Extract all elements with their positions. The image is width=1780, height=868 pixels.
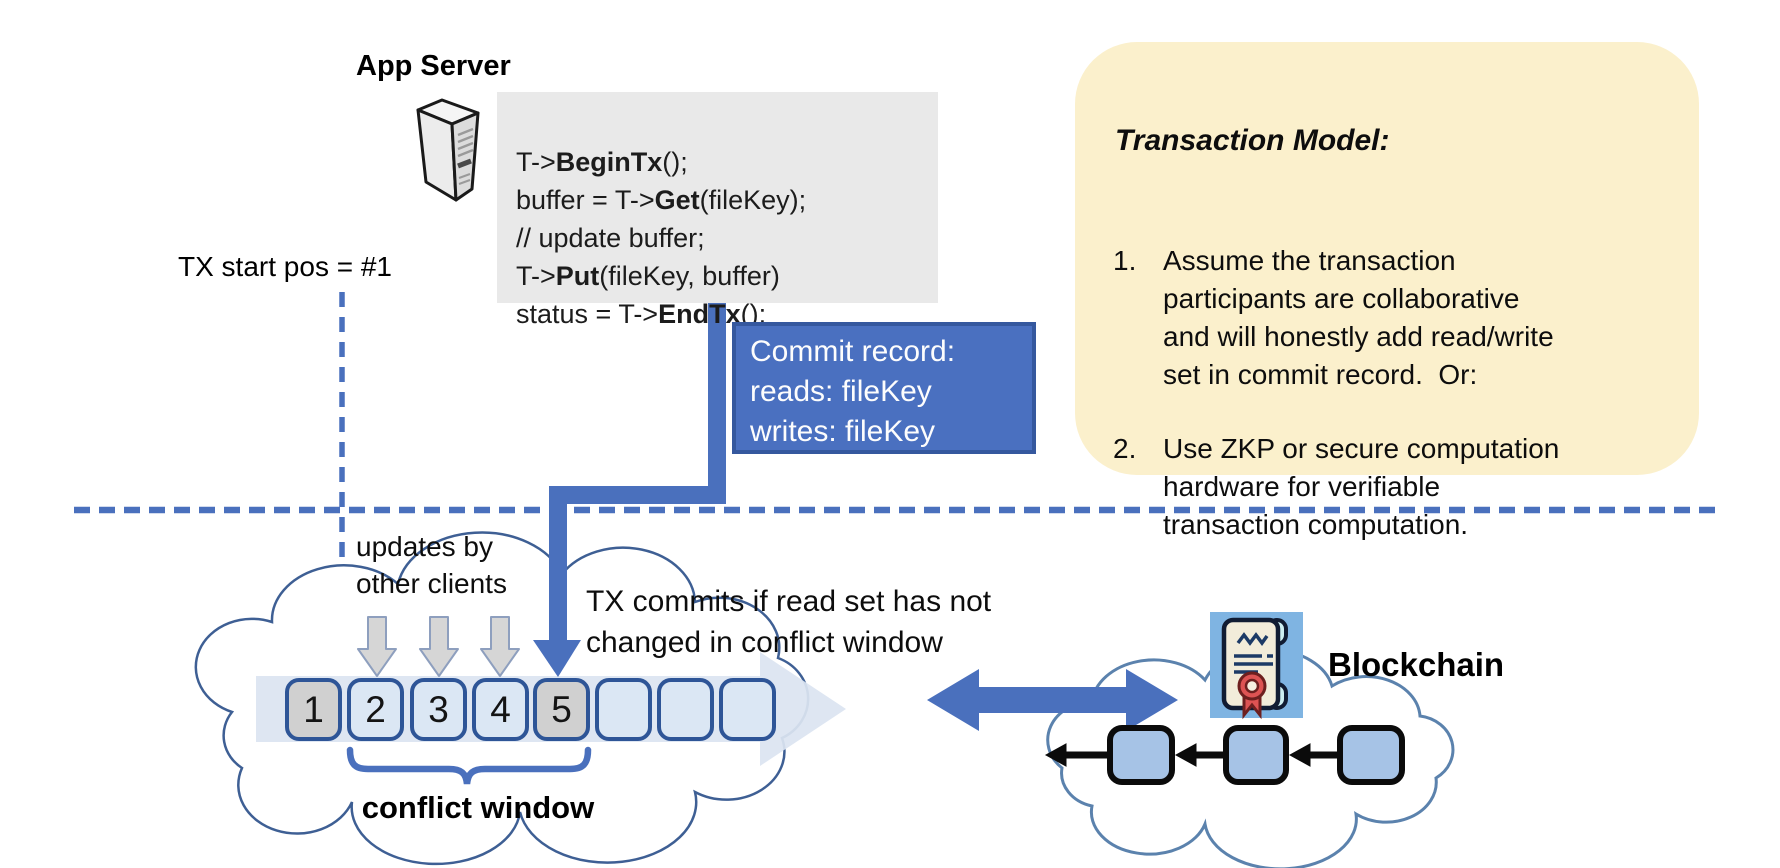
conflict-window-brace — [346, 746, 592, 785]
list-item-text: Use ZKP or secure computation hardware f… — [1163, 433, 1560, 540]
transaction-model-title: Transaction Model: — [1115, 124, 1390, 157]
conflict-window-label: conflict window — [361, 790, 595, 825]
chain-link-arrows — [1044, 743, 1338, 767]
chain-blocks — [1107, 725, 1405, 785]
list-item-number: 2. — [1113, 433, 1137, 464]
chain-link-arrow-icon — [1288, 743, 1311, 767]
transaction-code-lines: T->BeginTx(); buffer = T->Get(fileKey); //… — [516, 143, 938, 333]
code-line: buffer = T->Get(fileKey); — [516, 185, 807, 215]
chain-block — [1107, 725, 1175, 785]
updates-by-other-clients-label: updates by other clients — [356, 531, 507, 599]
timeline-block-7 — [657, 678, 714, 741]
transaction-model-item: 1. Assume the transaction participants a… — [1113, 242, 1669, 394]
update-arrows — [357, 616, 520, 677]
timeline-block-1: 1 — [285, 678, 342, 741]
server-icon — [416, 98, 480, 202]
code-line: // update buffer; — [516, 223, 705, 253]
update-arrow-icon — [419, 616, 459, 677]
timeline-block-8 — [719, 678, 776, 741]
list-item-text: Assume the transaction participants are … — [1163, 245, 1554, 390]
commit-record-box: Commit record: reads: fileKey writes: fi… — [732, 322, 1036, 454]
tx-start-pos-label: TX start pos = #1 — [178, 251, 392, 282]
chain-link-arrow-icon — [1174, 743, 1197, 767]
sync-double-arrow-icon — [927, 669, 1178, 731]
chain-link-arrow-icon — [1044, 743, 1067, 767]
chain-block — [1337, 725, 1405, 785]
code-line: T->BeginTx(); — [516, 147, 688, 177]
chain-block — [1223, 725, 1289, 785]
code-line: status = T->EndTx(); — [516, 299, 767, 329]
transaction-code-box: T->BeginTx(); buffer = T->Get(fileKey); //… — [497, 92, 938, 329]
update-arrow-icon — [480, 616, 520, 677]
tx-commit-condition-note: TX commits if read set has not changed i… — [586, 585, 992, 659]
transaction-model-list: 1. Assume the transaction participants a… — [1113, 206, 1669, 580]
blockchain-label: Blockchain — [1328, 646, 1505, 683]
transaction-model-note: Transaction Model: 1. Assume the transac… — [1075, 42, 1699, 540]
timeline-block-2: 2 — [347, 678, 404, 741]
commit-flow-arrow — [533, 303, 726, 677]
update-arrow-icon — [357, 616, 397, 677]
timeline-block-6 — [595, 678, 652, 741]
certificate-icon — [1210, 612, 1303, 720]
app-server-label: App Server — [356, 50, 511, 82]
timeline-block-5: 5 — [533, 678, 590, 741]
code-line: T->Put(fileKey, buffer) — [516, 261, 780, 291]
timeline-block-3: 3 — [410, 678, 467, 741]
list-item-number: 1. — [1113, 245, 1137, 276]
timeline-block-4: 4 — [472, 678, 529, 741]
transaction-model-item: 2. Use ZKP or secure computation hardwar… — [1113, 430, 1669, 544]
